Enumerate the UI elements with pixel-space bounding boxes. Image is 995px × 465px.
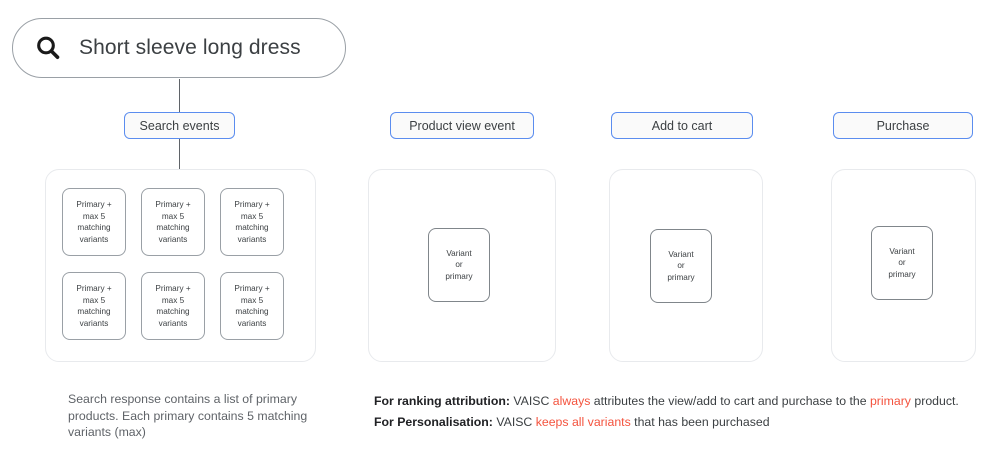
caption-personalisation-part1: VAISC (492, 415, 536, 429)
caption-personalisation: For Personalisation: VAISC keeps all var… (374, 412, 989, 433)
caption-ranking-part1: VAISC (509, 394, 553, 408)
connector-line-search-to-pill (179, 79, 180, 112)
caption-ranking-label: For ranking attribution: (374, 394, 510, 408)
caption-ranking-part2: attributes the view/add to cart and purc… (590, 394, 870, 408)
search-box[interactable]: Short sleeve long dress (12, 18, 346, 78)
caption-ranking-highlight-primary: primary (869, 394, 911, 408)
search-icon (35, 35, 61, 61)
caption-ranking-highlight-always: always (552, 394, 591, 408)
connector-line-pill-to-panel (179, 139, 180, 169)
panel-product-view-event (368, 169, 556, 362)
caption-personalisation-part2: that has been purchased (630, 415, 770, 429)
caption-search-response: Search response contains a list of prima… (68, 392, 308, 439)
caption-personalisation-highlight: keeps all variants (535, 415, 631, 429)
stage-pill-purchase[interactable]: Purchase (833, 112, 973, 139)
stage-pill-add-to-cart[interactable]: Add to cart (611, 112, 753, 139)
search-query-text: Short sleeve long dress (79, 36, 301, 59)
caption-attribution-notes: For ranking attribution: VAISC always at… (374, 391, 989, 433)
caption-ranking-attribution: For ranking attribution: VAISC always at… (374, 391, 989, 412)
caption-personalisation-label: For Personalisation: (374, 415, 493, 429)
caption-ranking-part3: product. (910, 394, 959, 408)
stage-pill-product-view-event[interactable]: Product view event (390, 112, 534, 139)
stage-pill-search-events[interactable]: Search events (124, 112, 235, 139)
